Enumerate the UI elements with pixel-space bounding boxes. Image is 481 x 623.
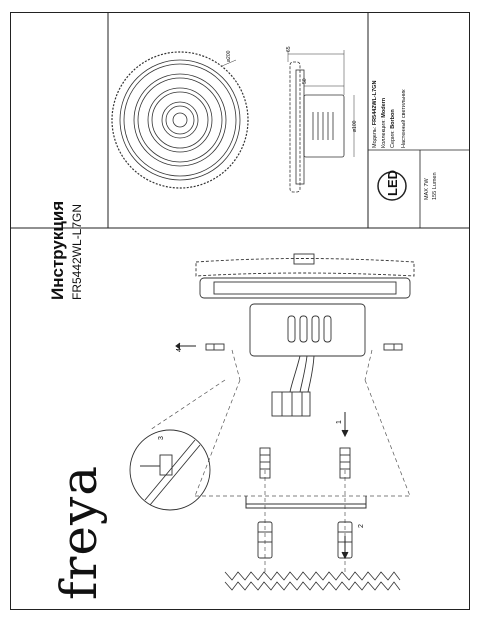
spec-model-label: Модель: xyxy=(372,126,378,148)
spec-power: MAX 7W xyxy=(424,178,430,200)
step-number-1: 1 xyxy=(336,420,343,424)
spec-collection-label: Коллекция: xyxy=(381,119,387,148)
step-number-4: 4 xyxy=(176,348,183,352)
spec-lumen: 155 Lumen xyxy=(432,172,438,200)
dim-body-diameter: ø100 xyxy=(352,120,358,132)
spec-series-label: Серия: xyxy=(390,130,396,148)
wall-plugs xyxy=(257,521,353,559)
guide-lines xyxy=(149,349,411,575)
spec-series-value: Borbon xyxy=(390,109,396,129)
spec-model-value: FR5442WL-L7GN xyxy=(372,80,378,126)
spec-collection: Коллекция: Modern xyxy=(381,98,387,148)
model-code: FR5442WL-L7GN xyxy=(70,203,84,300)
led-label: LED xyxy=(385,170,400,196)
terminal-block xyxy=(271,355,315,417)
wall-hatching xyxy=(224,571,401,591)
step-arrows xyxy=(175,342,349,560)
step-number-3: 3 xyxy=(158,436,165,440)
dim-depth-body: 50 xyxy=(302,78,308,84)
installation-lamp xyxy=(195,253,415,357)
lamp-side-view xyxy=(287,50,355,193)
spec-model: Модель: FR5442WL-L7GN xyxy=(372,81,378,148)
spec-collection-value: Modern xyxy=(381,97,387,118)
page-border xyxy=(10,12,470,610)
led-badge-icon xyxy=(377,171,407,201)
dim-depth-total: 65 xyxy=(286,46,292,52)
wall-screws xyxy=(259,447,351,479)
side-screws xyxy=(205,343,403,351)
step-number-2: 2 xyxy=(358,524,365,528)
spec-series: Серия: Borbon xyxy=(390,109,396,148)
document-title: Инструкция xyxy=(48,200,67,300)
mounting-bracket xyxy=(245,496,367,509)
lamp-front-view xyxy=(111,51,249,189)
detail-wiring-circle xyxy=(129,429,211,511)
spec-type: Настенный светильник xyxy=(401,89,407,148)
dim-diameter: ø200 xyxy=(226,50,232,62)
brand-logo: freya xyxy=(50,464,108,600)
